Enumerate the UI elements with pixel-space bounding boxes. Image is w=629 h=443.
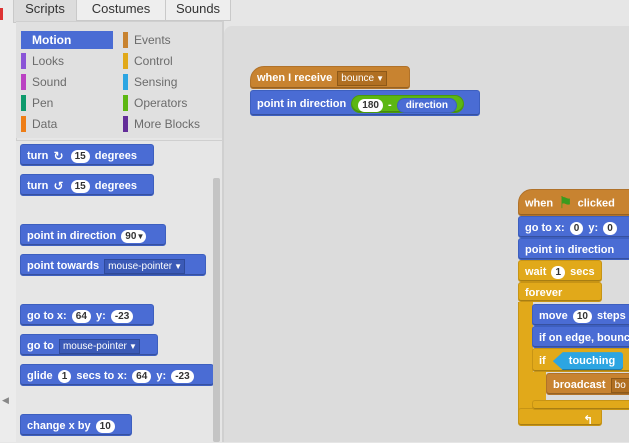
point-in-direction-block-2[interactable]: point in direction bbox=[518, 238, 629, 260]
palette-scrollbar[interactable] bbox=[213, 178, 220, 442]
broadcast-block[interactable]: broadcast bo bbox=[546, 373, 629, 395]
category-swatch bbox=[123, 32, 128, 48]
move-steps-block[interactable]: move 10 steps bbox=[532, 304, 629, 326]
glide-secs-input[interactable]: 1 bbox=[57, 369, 72, 383]
go-to-x-input[interactable]: 0 bbox=[569, 221, 584, 235]
category-swatch bbox=[123, 116, 128, 132]
category-swatch bbox=[21, 74, 26, 90]
move-steps-input[interactable]: 10 bbox=[572, 309, 592, 323]
palette-go-to-xy-block[interactable]: go to x: 64 y: -23 bbox=[20, 304, 154, 326]
if-block[interactable]: if touching bbox=[532, 348, 629, 372]
category-swatch bbox=[21, 95, 26, 111]
tab-costumes[interactable]: Costumes bbox=[76, 0, 166, 21]
dropdown-arrow-icon: ▼ bbox=[174, 261, 183, 271]
when-i-receive-hat-block[interactable]: when I receive bounce▼ bbox=[250, 66, 410, 89]
receive-message-dropdown[interactable]: bounce▼ bbox=[337, 70, 388, 86]
category-swatch bbox=[21, 32, 26, 48]
block-palette: turn ↻ 15 degrees turn ↺ 15 degrees poin… bbox=[16, 140, 222, 443]
category-swatch bbox=[21, 53, 26, 69]
rotate-left-icon: ↺ bbox=[53, 179, 64, 194]
forever-block-arm bbox=[518, 302, 533, 412]
category-swatch bbox=[21, 116, 26, 132]
point-towards-dropdown[interactable]: mouse-pointer▼ bbox=[104, 258, 186, 274]
category-swatch bbox=[123, 95, 128, 111]
category-events[interactable]: Events bbox=[123, 31, 218, 49]
subtract-operator-block[interactable]: 180 - direction bbox=[351, 95, 464, 114]
touching-sensing-block[interactable]: touching bbox=[552, 352, 624, 371]
glide-y-input[interactable]: -23 bbox=[171, 369, 194, 383]
category-swatch bbox=[123, 74, 128, 90]
glide-x-input[interactable]: 64 bbox=[132, 369, 152, 383]
direction-reporter[interactable]: direction bbox=[396, 97, 457, 113]
broadcast-message-dropdown[interactable]: bo bbox=[610, 377, 629, 393]
category-looks[interactable]: Looks bbox=[21, 52, 113, 70]
category-data[interactable]: Data bbox=[21, 115, 113, 133]
wait-block[interactable]: wait 1 secs bbox=[518, 260, 602, 282]
if-block-arm bbox=[532, 372, 546, 404]
category-control[interactable]: Control bbox=[123, 52, 218, 70]
category-operators[interactable]: Operators bbox=[123, 94, 218, 112]
rotate-right-icon: ↻ bbox=[53, 149, 64, 164]
go-to-x-input[interactable]: 64 bbox=[71, 309, 91, 323]
category-pen[interactable]: Pen bbox=[21, 94, 113, 112]
tab-scripts[interactable]: Scripts bbox=[13, 0, 77, 23]
category-swatch bbox=[123, 53, 128, 69]
pane-divider[interactable] bbox=[222, 21, 224, 442]
forever-block-foot: ↰ bbox=[518, 408, 602, 427]
turn-right-degrees-input[interactable]: 15 bbox=[70, 149, 90, 163]
left-strip-marker bbox=[0, 8, 3, 20]
palette-point-towards-block[interactable]: point towards mouse-pointer▼ bbox=[20, 254, 206, 276]
palette-glide-block[interactable]: glide 1 secs to x: 64 y: -23 bbox=[20, 364, 214, 386]
if-on-edge-bounce-block[interactable]: if on edge, bounce bbox=[532, 326, 629, 348]
change-x-input[interactable]: 10 bbox=[95, 419, 115, 433]
forever-block[interactable]: forever bbox=[518, 282, 602, 302]
when-flag-clicked-hat-block[interactable]: when ⚑ clicked bbox=[518, 189, 629, 216]
if-block-foot bbox=[532, 400, 629, 410]
dropdown-arrow-icon: ▼ bbox=[136, 231, 145, 241]
green-flag-icon: ⚑ bbox=[558, 195, 573, 212]
category-sound[interactable]: Sound bbox=[21, 73, 113, 91]
go-to-y-input[interactable]: -23 bbox=[110, 309, 134, 323]
tab-sounds[interactable]: Sounds bbox=[165, 0, 231, 21]
dropdown-arrow-icon: ▼ bbox=[128, 341, 137, 351]
category-panel: Motion Looks Sound Pen Data Events Contr… bbox=[16, 21, 223, 138]
direction-input[interactable]: 90▼ bbox=[121, 229, 147, 243]
palette-point-in-direction-block[interactable]: point in direction 90▼ bbox=[20, 224, 166, 246]
category-more-blocks[interactable]: More Blocks bbox=[123, 115, 218, 133]
palette-turn-left-block[interactable]: turn ↺ 15 degrees bbox=[20, 174, 154, 196]
scripts-area[interactable]: when I receive bounce▼ point in directio… bbox=[224, 26, 629, 442]
category-sensing[interactable]: Sensing bbox=[123, 73, 218, 91]
subtract-left-input[interactable]: 180 bbox=[358, 98, 383, 112]
go-to-xy-block[interactable]: go to x: 0 y: 0 bbox=[518, 216, 629, 238]
category-motion[interactable]: Motion bbox=[21, 31, 113, 49]
loop-arrow-icon: ↰ bbox=[582, 413, 593, 427]
go-to-y-input[interactable]: 0 bbox=[603, 221, 617, 235]
palette-go-to-block[interactable]: go to mouse-pointer▼ bbox=[20, 334, 158, 356]
dropdown-arrow-icon: ▼ bbox=[376, 73, 385, 83]
go-to-dropdown[interactable]: mouse-pointer▼ bbox=[58, 338, 140, 354]
palette-change-x-block[interactable]: change x by 10 bbox=[20, 414, 132, 436]
left-strip: ◀ bbox=[0, 0, 17, 442]
wait-secs-input[interactable]: 1 bbox=[551, 265, 566, 279]
turn-left-degrees-input[interactable]: 15 bbox=[70, 179, 90, 193]
palette-turn-right-block[interactable]: turn ↻ 15 degrees bbox=[20, 144, 154, 166]
point-in-direction-block[interactable]: point in direction 180 - direction bbox=[250, 90, 480, 116]
scroll-left-arrow-icon[interactable]: ◀ bbox=[2, 395, 9, 405]
